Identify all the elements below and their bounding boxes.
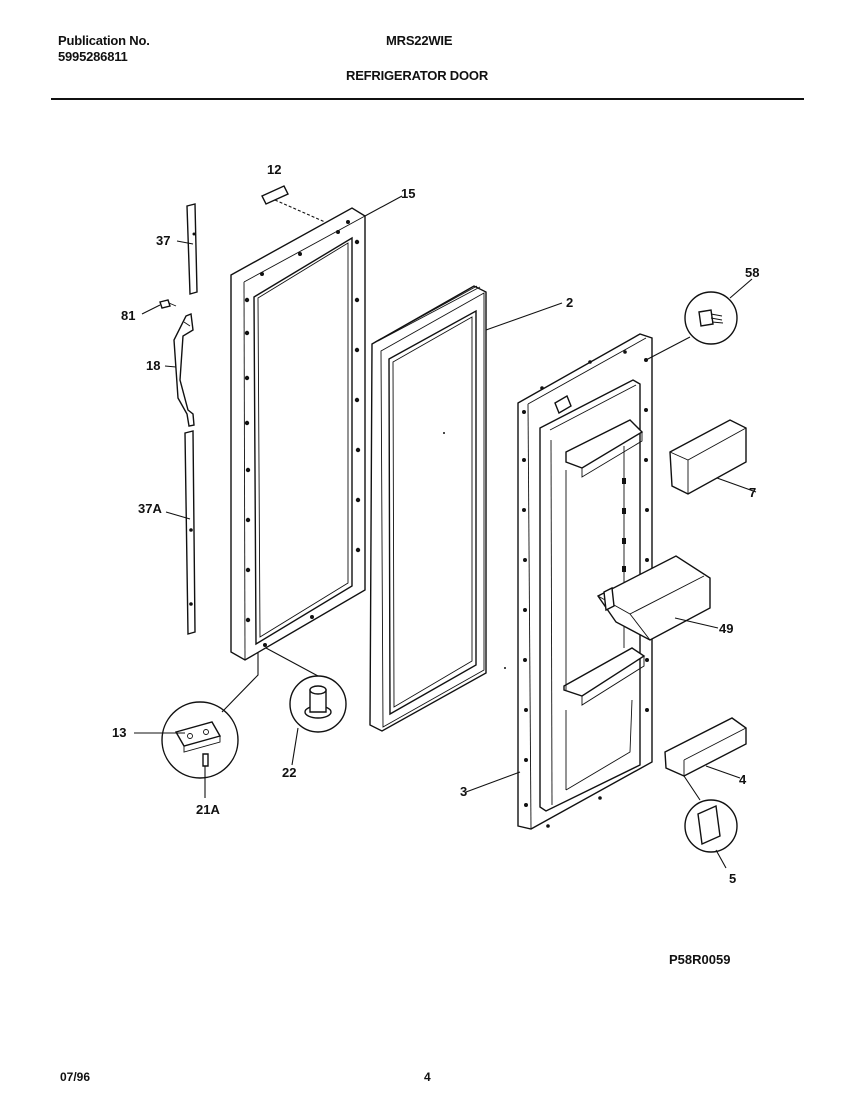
- callout-37a: 37A: [138, 501, 162, 516]
- callout-22: 22: [282, 765, 296, 780]
- part-3-door-liner: [465, 333, 653, 830]
- part-81-screw: [141, 299, 177, 315]
- part-4-cover: [664, 717, 747, 801]
- part-15-door-frame: [230, 195, 403, 661]
- part-12-pad: [261, 185, 326, 223]
- part-13-hinge: [134, 652, 259, 798]
- callout-21a: 21A: [196, 802, 220, 817]
- header-divider: [51, 98, 804, 100]
- callout-37: 37: [156, 233, 170, 248]
- publication-label: Publication No.: [58, 33, 150, 48]
- callout-7: 7: [749, 485, 756, 500]
- callout-49: 49: [719, 621, 733, 636]
- callout-58: 58: [745, 265, 759, 280]
- publication-number: 5995286811: [58, 49, 128, 64]
- callout-3: 3: [460, 784, 467, 799]
- callout-5: 5: [729, 871, 736, 886]
- callout-2: 2: [566, 295, 573, 310]
- part-18-door-handle: [164, 313, 195, 427]
- model-number: MRS22WIE: [386, 33, 453, 48]
- callout-81: 81: [121, 308, 135, 323]
- part-49-door-bin: [596, 555, 719, 641]
- part-7-dairy-cover: [669, 419, 757, 495]
- part-2-door-gasket: [369, 285, 563, 732]
- part-37-handle-trim: [176, 203, 198, 295]
- drawing-code: P58R0059: [669, 952, 731, 967]
- part-58-screw: [645, 278, 753, 361]
- callout-4: 4: [739, 772, 747, 787]
- page-title: REFRIGERATOR DOOR: [346, 68, 489, 83]
- part-22-bushing: [265, 647, 347, 766]
- footer-date: 07/96: [60, 1070, 91, 1084]
- part-37a-handle-trim: [165, 430, 196, 635]
- page-number: 4: [424, 1070, 431, 1084]
- callout-15: 15: [401, 186, 415, 201]
- callout-12: 12: [267, 162, 281, 177]
- part-5-detail: [684, 799, 738, 869]
- callout-18: 18: [146, 358, 160, 373]
- callout-13: 13: [112, 725, 126, 740]
